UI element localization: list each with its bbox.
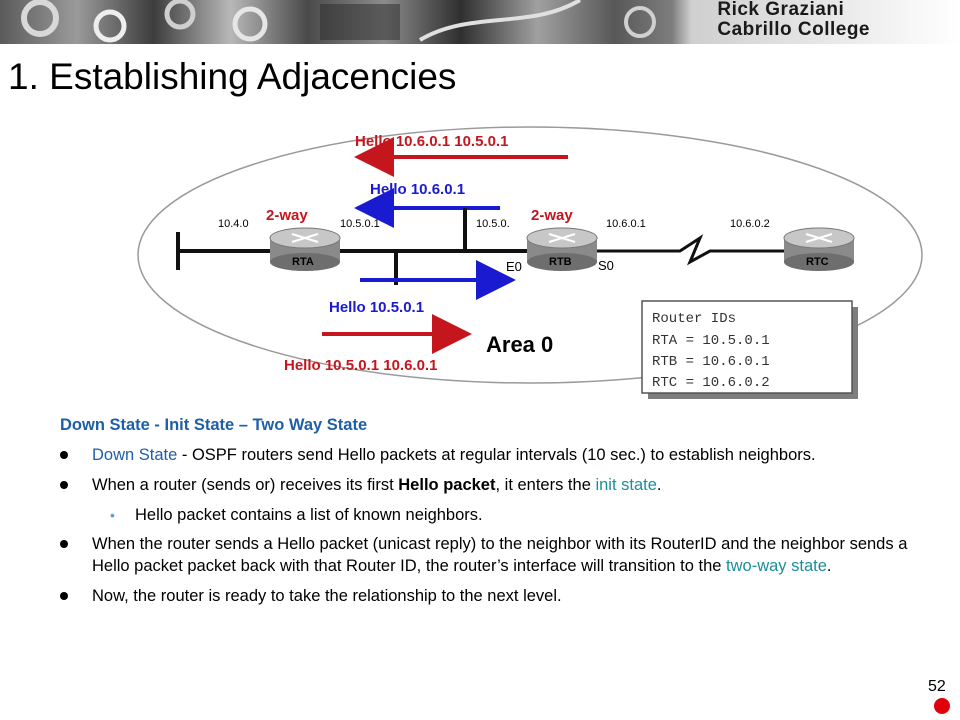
addr-rtb-s0: 10.6.0.1 (606, 218, 646, 230)
bullet-down-state: Down State - OSPF routers send Hello pac… (60, 444, 940, 466)
sub-bullet-dot: • (110, 507, 115, 523)
router-rtc: RTC (783, 227, 855, 271)
router-id-rta: RTA = 10.5.0.1 (652, 333, 770, 349)
bullet-dot (60, 592, 68, 600)
brand-line-1: Rick Graziani (717, 0, 845, 20)
bullet-two-way-state: When the router sends a Hello packet (un… (60, 533, 940, 577)
two-way-text-a: When the router sends a Hello packet (un… (92, 535, 908, 575)
router-rta: RTA (269, 227, 341, 271)
banner-graphic (21, 0, 656, 43)
init-state-term: init state (595, 476, 657, 494)
down-state-desc: - OSPF routers send Hello packets at reg… (177, 446, 816, 464)
red-dot-icon (934, 698, 950, 714)
bullet-dot (60, 481, 68, 489)
addr-rtc: 10.6.0.2 (730, 218, 770, 230)
addr-rtb-e0: 10.5.0. (476, 218, 510, 230)
interface-e0: E0 (506, 259, 522, 274)
bullet-next-level: Now, the router is ready to take the rel… (60, 585, 940, 607)
bullet-init-state: When a router (sends or) receives its fi… (60, 474, 940, 496)
header-banner: Rick Graziani Cabrillo College (0, 0, 960, 44)
hello-packet-term: Hello packet (398, 476, 496, 494)
router-id-rtb: RTB = 10.6.0.1 (652, 354, 770, 370)
init-text-b: , it enters the (495, 476, 596, 494)
router-label-rtc: RTC (806, 256, 829, 268)
page-title: 1. Establishing Adjacencies (8, 56, 457, 97)
ospf-diagram: Area 0 Hello 10.6.0.1 10.5.0.1 Hello 10.… (137, 126, 923, 399)
area-label: Area 0 (486, 332, 553, 357)
neighbors-text: Hello packet contains a list of known ne… (135, 506, 483, 524)
sub-bullet-neighbors: • Hello packet contains a list of known … (60, 504, 940, 526)
next-level-text: Now, the router is ready to take the rel… (92, 587, 562, 605)
page-number: 52 (928, 678, 946, 695)
router-id-box: Router IDs RTA = 10.5.0.1 RTB = 10.6.0.1… (641, 300, 858, 399)
down-state-term: Down State (92, 446, 178, 464)
init-text-c: . (656, 476, 662, 494)
router-label-rtb: RTB (549, 256, 572, 268)
two-way-text-b: . (826, 557, 832, 575)
body-text: Down State - Init State – Two Way State … (60, 414, 940, 615)
hello-label-top-blue: Hello 10.6.0.1 (370, 181, 465, 198)
hello-label-bottom-blue: Hello 10.5.0.1 (329, 299, 424, 316)
bullet-dot (60, 451, 68, 459)
hello-label-top-red: Hello 10.6.0.1 10.5.0.1 (355, 133, 508, 150)
brand-logo: Rick Graziani Cabrillo College (717, 0, 870, 40)
addr-rta: 10.5.0.1 (340, 218, 380, 230)
router-ids-title: Router IDs (652, 311, 736, 327)
bullet-dot (60, 540, 68, 548)
serial-link (596, 234, 790, 266)
router-id-rtc: RTC = 10.6.0.2 (652, 375, 770, 391)
state-subheading: Down State - Init State – Two Way State (60, 416, 368, 434)
router-label-rta: RTA (292, 256, 314, 268)
two-way-state-term: two-way state (726, 557, 827, 575)
router-rtb: RTB (526, 227, 598, 271)
two-way-label-right: 2-way (531, 207, 573, 224)
hello-label-bottom-red: Hello 10.5.0.1 10.6.0.1 (284, 357, 437, 374)
brand-line-2: Cabrillo College (717, 19, 870, 40)
two-way-label-left: 2-way (266, 207, 308, 224)
interface-s0: S0 (598, 258, 614, 273)
init-text-a: When a router (sends or) receives its fi… (92, 476, 399, 494)
area-boundary (137, 126, 923, 384)
addr-10-4-0: 10.4.0 (218, 218, 249, 230)
